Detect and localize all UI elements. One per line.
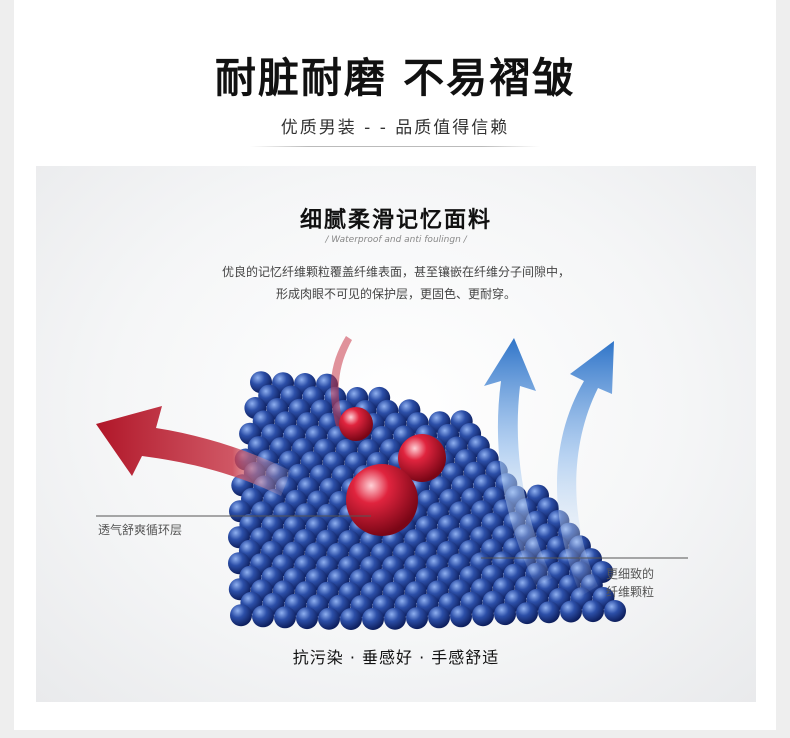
fiber-particle bbox=[516, 602, 538, 625]
fiber-particle bbox=[252, 605, 274, 628]
fiber-particle bbox=[318, 607, 340, 630]
panel-tagline: / Waterproof and anti foulingn / bbox=[325, 235, 467, 245]
fiber-particle bbox=[230, 604, 252, 627]
fiber-particle bbox=[362, 608, 384, 630]
callout-right-line-1: 更细致的 bbox=[606, 567, 655, 581]
left-border bbox=[0, 0, 14, 738]
page-subheadline: 优质男装 - - 品质值得信赖 bbox=[280, 118, 510, 138]
fiber-particle bbox=[582, 600, 604, 623]
blue-rising-arrow-left bbox=[484, 338, 552, 586]
bottom-border bbox=[0, 730, 790, 738]
panel-footer-features: 抗污染 · 垂感好 · 手感舒适 bbox=[292, 648, 500, 667]
fiber-particle bbox=[538, 601, 560, 624]
fiber-particle bbox=[560, 600, 582, 623]
fiber-particle bbox=[494, 603, 516, 626]
droplet-large bbox=[346, 464, 418, 536]
callout-fine-particles: 更细致的 纤维颗粒 bbox=[606, 565, 654, 601]
airflow-arrows bbox=[96, 336, 614, 596]
panel-description: 优良的记忆纤维颗粒覆盖纤维表面，甚至镶嵌在纤维分子间隙中， 形成肉眼不可见的保护… bbox=[36, 261, 756, 305]
fiber-particle bbox=[604, 600, 626, 622]
fiber-particle bbox=[472, 604, 494, 627]
fiber-particle bbox=[428, 606, 450, 629]
fabric-feature-panel: 细腻柔滑记忆面料 / Waterproof and anti foulingn … bbox=[36, 166, 756, 702]
fabric-illustration bbox=[96, 336, 688, 630]
fiber-particle bbox=[296, 607, 318, 630]
droplet-medium bbox=[398, 434, 446, 482]
water-droplets bbox=[339, 407, 446, 536]
panel-title: 细腻柔滑记忆面料 bbox=[299, 208, 492, 233]
fiber-particle bbox=[406, 607, 428, 630]
page-headline: 耐脏耐磨 不易褶皱 bbox=[214, 54, 576, 102]
red-rising-stroke bbox=[330, 336, 352, 428]
fiber-particle bbox=[340, 608, 362, 630]
right-border bbox=[776, 0, 790, 738]
fiber-particle bbox=[384, 607, 406, 630]
callout-breathable-layer: 透气舒爽循环层 bbox=[98, 523, 183, 537]
blue-rising-arrow-right bbox=[556, 341, 614, 596]
callout-right-line-2: 纤维颗粒 bbox=[606, 585, 655, 599]
divider bbox=[250, 146, 540, 147]
fiber-particle bbox=[274, 606, 296, 629]
description-line-2: 形成肉眼不可见的保护层，更固色、更耐穿。 bbox=[275, 287, 516, 301]
red-outflow-arrow bbox=[96, 406, 291, 496]
fiber-particle bbox=[450, 605, 472, 628]
droplet-small bbox=[339, 407, 373, 441]
description-line-1: 优良的记忆纤维颗粒覆盖纤维表面，甚至镶嵌在纤维分子间隙中， bbox=[221, 265, 570, 279]
